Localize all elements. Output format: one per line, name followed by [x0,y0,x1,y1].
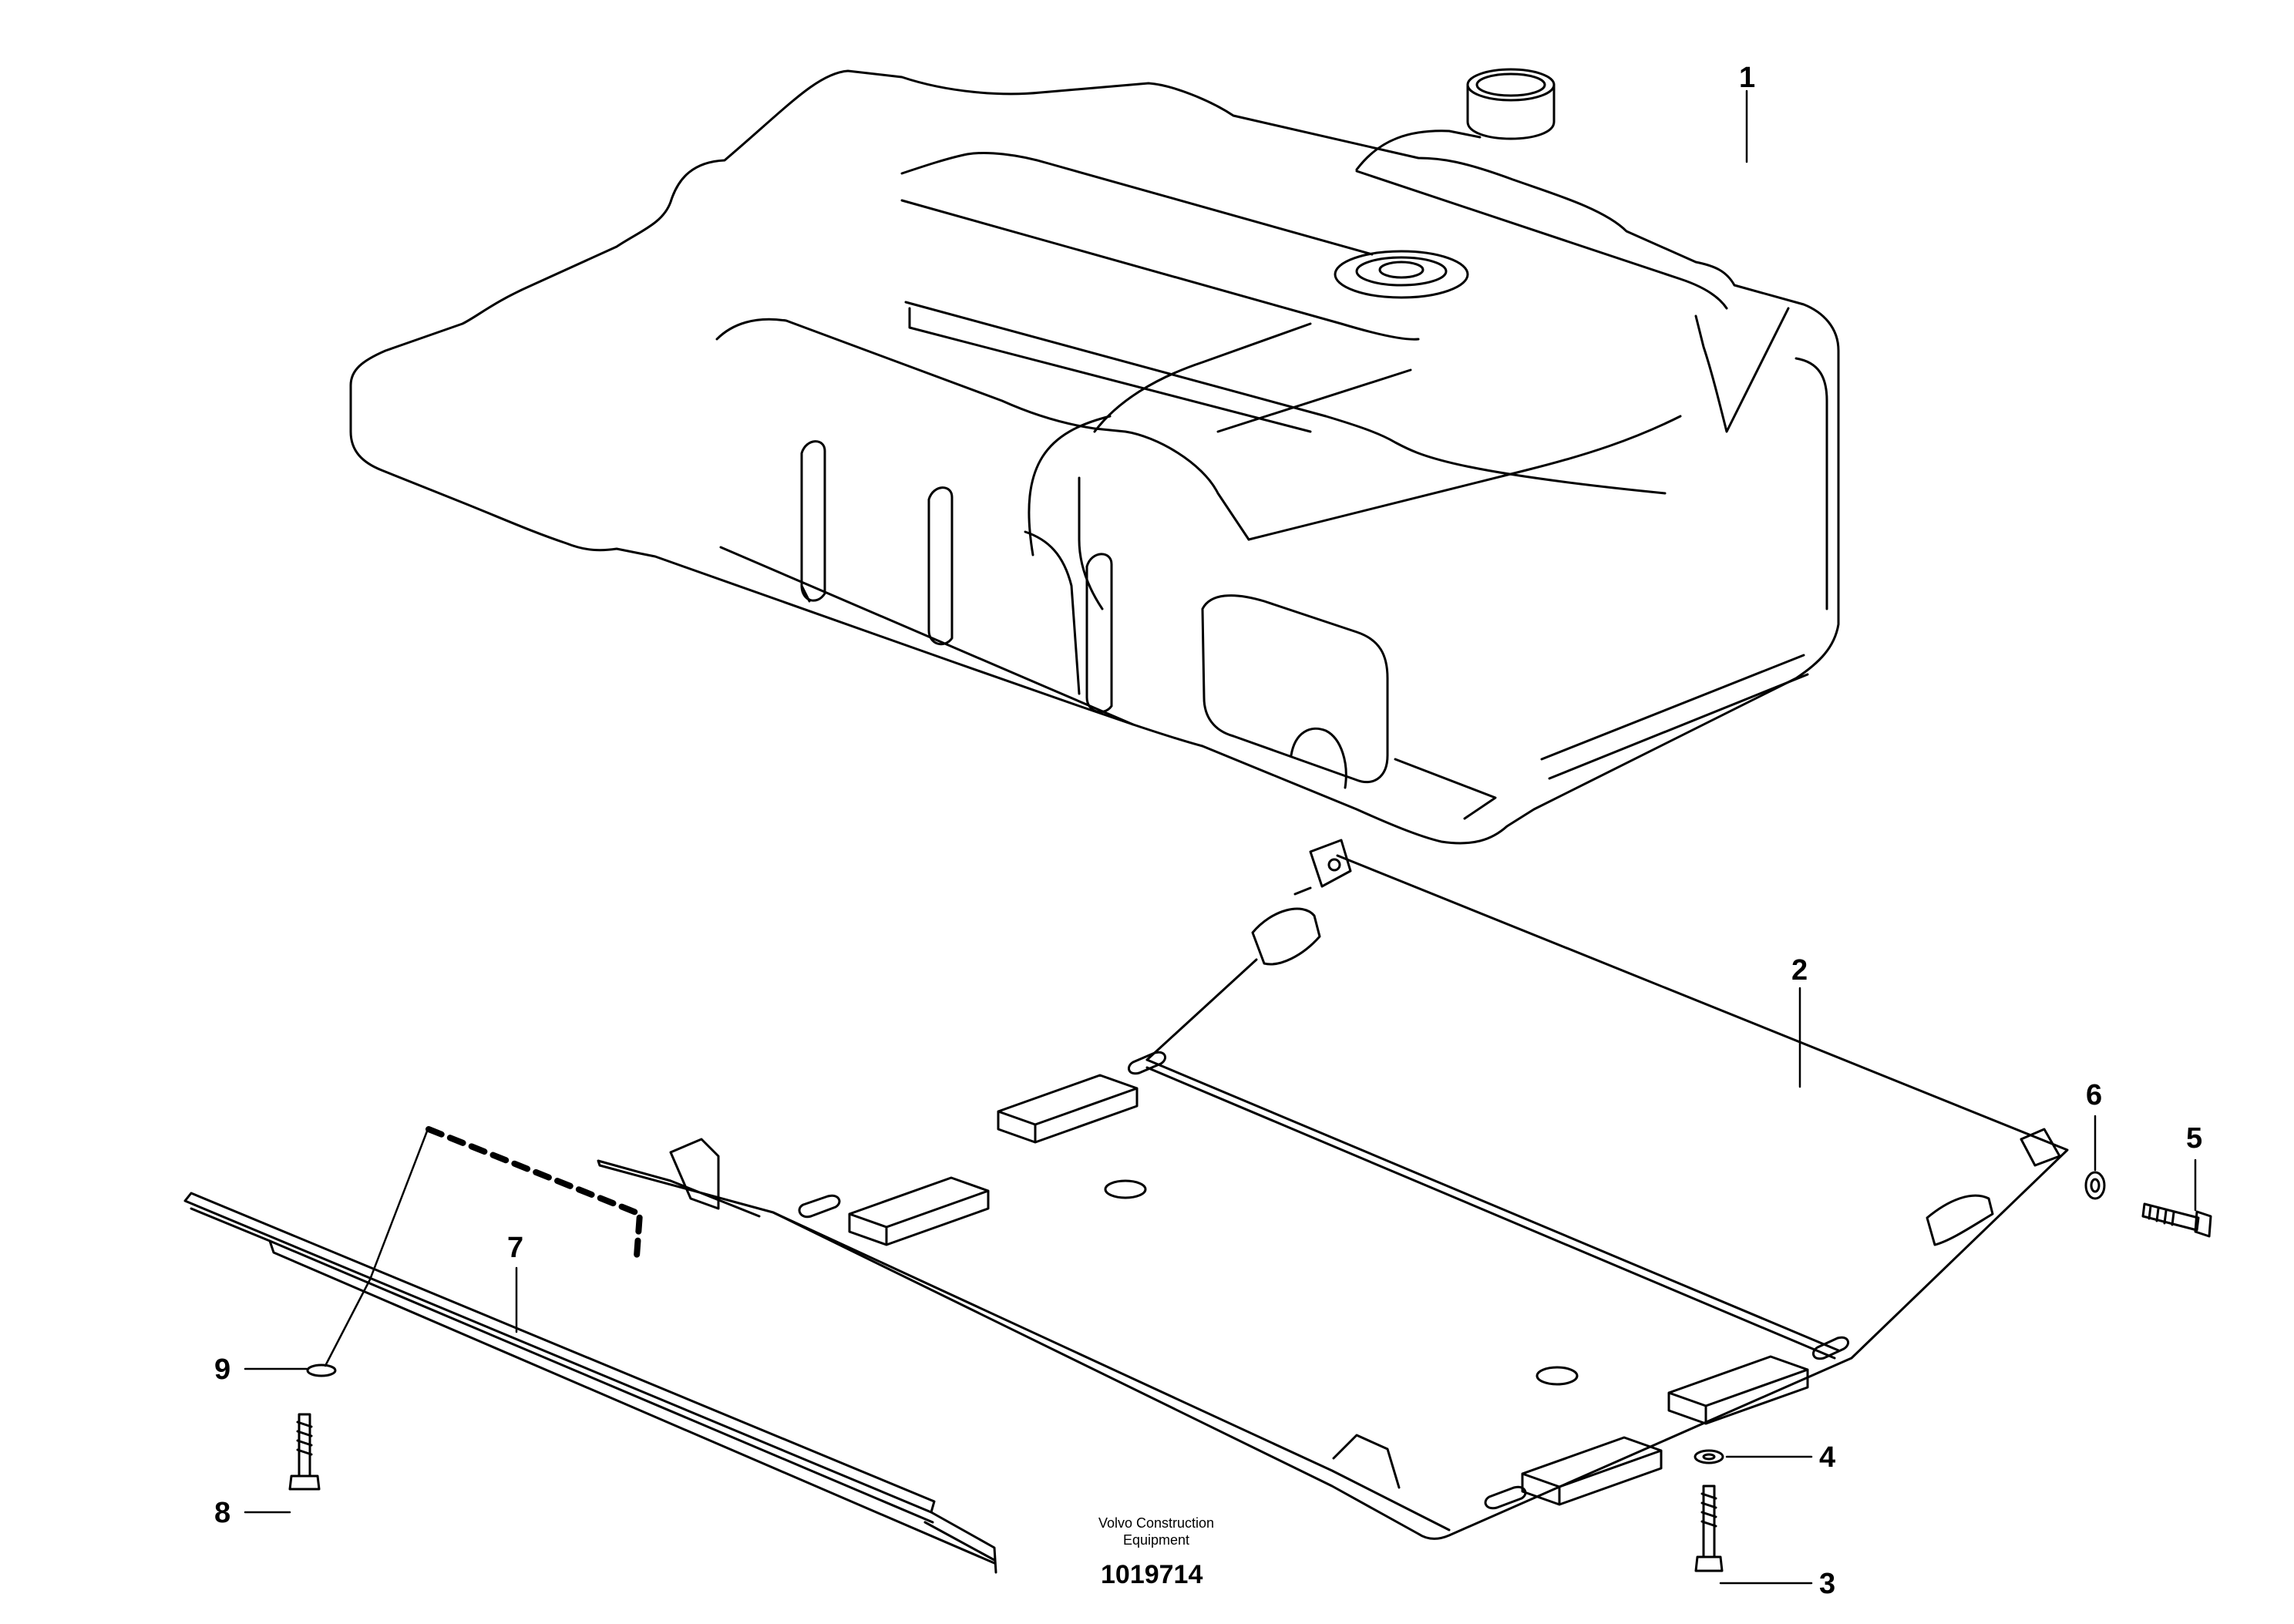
tank-left-step [715,318,1096,430]
guard-front-tab [1332,1434,1401,1489]
guard-plate-fold-2 [1145,1066,1836,1360]
tank-lower-edge-1 [1540,654,1805,761]
bolt-5-head [2194,1210,2212,1238]
guard-rear-strut [1145,958,1258,1061]
tank-side-ridge [1694,307,1790,433]
callout-2: 2 [1791,954,1808,987]
tank-bottom-edge [719,546,1135,726]
guard-plate-fold [1145,1058,1840,1352]
guard-plate-slot-2 [1127,1051,1167,1075]
filler-neck-body [1466,83,1556,140]
sender-unit-ring [1355,256,1448,287]
guard-plate-slot-4 [1484,1485,1527,1510]
brand-label: Volvo Construction Equipment [1064,1515,1249,1548]
tank-foot [1394,758,1497,820]
washer-6-outer [2084,1171,2106,1200]
guard-plate-hole-2 [1536,1366,1579,1386]
guard-rear-lug-hole [1327,858,1341,872]
tank-right-corner [1794,357,1828,610]
guard-rear-lug-link [1293,886,1312,896]
tank-seam-3 [1216,368,1412,433]
tank-front-curve [1028,415,1112,556]
guard-plate-outline [597,854,2069,1540]
side-strip-top [183,1192,936,1514]
guard-plate-hole-1 [1104,1179,1147,1199]
callout-6: 6 [2086,1079,2103,1111]
sender-unit-cap [1378,261,1424,279]
bolt-5-shank [2141,1202,2200,1232]
callout-4: 4 [1819,1441,1836,1474]
side-strip-end-2 [923,1521,996,1562]
guard-rear-bracket [1251,907,1321,966]
guard-pad-4 [1521,1436,1663,1506]
bolt-3-head [1694,1555,1724,1572]
bolt-3 [1694,1484,1724,1572]
tank-top-ridge-4 [1355,170,1728,310]
washer-9-outer [306,1363,337,1377]
callout-1: 1 [1739,62,1756,94]
side-strip-end [930,1511,997,1574]
side-strip-lower [268,1239,996,1565]
tank-seam-1 [1078,476,1104,610]
guard-pad-1 [848,1176,990,1246]
tank-top-ridge-6 [908,307,1312,433]
tank-front-step [1093,427,1250,541]
tank-top-ridge-3 [1355,129,1482,171]
tank-drain-boss [1290,727,1347,789]
tank-outline [349,69,1840,845]
guard-pad-2 [997,1074,1139,1144]
tank-recess-2 [927,486,954,646]
tank-recess-1 [800,440,826,602]
tank-recess-3 [1085,553,1113,714]
guard-plate [597,839,2069,1540]
brand-line-1: Volvo Construction [1098,1515,1215,1531]
tank-seam-4 [1024,530,1081,695]
guard-right-lug [2020,1128,2061,1167]
guard-plate-front-edge [772,1211,1451,1532]
tank-top-ridge-1 [900,152,1374,256]
washer-6 [2084,1171,2106,1200]
washer-9 [306,1363,337,1377]
tank-bottom-tick [800,584,811,603]
washer-4-outer [1694,1449,1724,1464]
bolt-8-threads [296,1421,313,1456]
guard-left-tab [669,1138,720,1210]
guard-rear-lug [1309,839,1352,888]
callout-8: 8 [214,1497,231,1529]
side-strip [183,1192,997,1574]
document-number: 1019714 [1101,1560,1203,1589]
bolt-5 [2141,1202,2212,1238]
leader-lines [244,89,2197,1585]
callout-7: 7 [507,1232,524,1264]
callout-3: 3 [1819,1568,1836,1600]
tank-mid-ridge [1247,415,1682,541]
tank-pocket [1201,594,1389,784]
tank-top-ridge-5 [904,301,1667,495]
tank-seam-2 [1093,322,1312,433]
sender-unit-flange [1334,250,1469,299]
fuel-tank [349,68,1840,845]
washer-4-inner [1702,1453,1716,1461]
bolt-8 [288,1413,321,1491]
tank-top-ridge-2 [900,199,1420,341]
guard-right-bracket [1926,1194,1994,1246]
phantom-line [426,1126,643,1259]
guard-pad-3 [1667,1355,1809,1425]
callout-9: 9 [214,1353,231,1386]
tank-lower-edge-2 [1548,673,1809,780]
washer-4 [1694,1449,1724,1464]
guard-plate-slot-1 [798,1194,841,1219]
guard-plate-slot-3 [1811,1336,1850,1360]
bolt-5-threads [2148,1205,2175,1226]
washer-6-inner [2090,1178,2101,1193]
bolt-8-head [288,1474,321,1491]
brand-line-2: Equipment [1122,1532,1190,1548]
bolt-3-threads [1700,1492,1717,1528]
leader-phantom [324,1128,429,1367]
callout-5: 5 [2186,1122,2203,1155]
filler-neck-inner [1475,72,1546,97]
